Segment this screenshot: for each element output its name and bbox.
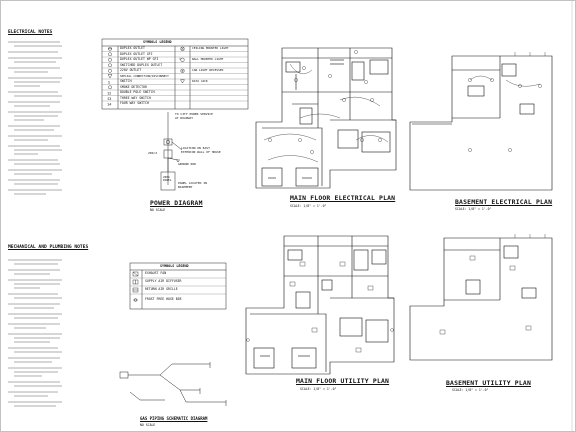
main-floor-electrical-scale: SCALE: 1/8" = 1'-0": [290, 204, 327, 208]
symbols-legend-top-title: SYMBOLS LEGEND: [143, 40, 172, 44]
power-diagram-scale: NO SCALE: [150, 208, 166, 212]
power-diagram-title: POWER DIAGRAM: [150, 199, 203, 207]
legend-item: WALL MOUNTED LIGHT: [192, 57, 224, 62]
legend-item: SPECIAL CONNECTION/DISCONNECT: [120, 73, 169, 78]
basement-electrical-plan: [409, 52, 553, 191]
power-panel-label: 200A PANEL: [163, 175, 172, 183]
power-breaker-label: 200/2: [148, 151, 158, 155]
legend-item: CAN LIGHT RECESSED: [192, 68, 224, 73]
legend-item: SMOKE DETECTOR: [120, 84, 147, 89]
basement-utility-scale: SCALE: 1/8" = 1'-0": [452, 388, 489, 392]
mechanical-notes-title: MECHANICAL AND PLUMBING NOTES: [8, 245, 89, 250]
electrical-notes-text: [8, 41, 62, 195]
main-floor-electrical-title: MAIN FLOOR ELECTRICAL PLAN: [290, 194, 396, 202]
power-service-label: TO CITY POWER SERVICE AT ROADWAY: [175, 112, 213, 120]
main-floor-utility-plan: [245, 235, 395, 375]
power-ground-label: GROUND ROD: [178, 162, 197, 166]
symbols-legend-bottom-title: SYMBOLS LEGEND: [160, 264, 189, 268]
mechanical-notes-text: [8, 259, 62, 407]
legend-item: DUPLEX OUTLET: [120, 46, 145, 51]
gas-piping-linework: [119, 362, 227, 406]
basement-utility-plan: [409, 234, 553, 361]
legend-item: FROST FREE HOSE BIB: [145, 297, 182, 302]
legend-item: EXHAUST FAN: [145, 271, 167, 276]
basement-utility-title: BASEMENT UTILITY PLAN: [446, 379, 531, 387]
legend-item: SWITCHED DUPLEX OUTLET: [120, 62, 163, 67]
legend-item: DATA JACK: [192, 79, 208, 84]
power-meter-location-label: LOCATION ON EAST EXTERIOR WALL OF HOUSE: [181, 146, 221, 154]
legend-item: RETURN AIR GRILLE: [145, 287, 178, 292]
symbols-legend-bottom-table: [129, 262, 227, 310]
power-diagram-linework: [160, 112, 183, 191]
gas-piping-title: GAS PIPING SCHEMATIC DIAGRAM: [140, 416, 208, 421]
legend-item: CEILING MOUNTED LIGHT: [192, 46, 229, 51]
gas-piping-scale: NO SCALE: [140, 423, 156, 427]
power-panel-location-label: PANEL LOCATED IN BASEMENT: [178, 181, 207, 189]
legend-item: SUPPLY AIR DIFFUSER: [145, 279, 182, 284]
legend-item: THREE WAY SWITCH: [120, 95, 151, 100]
basement-electrical-title: BASEMENT ELECTRICAL PLAN: [455, 198, 553, 206]
basement-electrical-scale: SCALE: 1/8" = 1'-0": [455, 207, 492, 211]
legend-item: DUPLEX OUTLET WP GFI: [120, 57, 159, 62]
svg-text:S4: S4: [108, 102, 112, 106]
main-floor-utility-scale: SCALE: 1/8" = 1'-0": [300, 387, 337, 391]
electrical-notes-title: ELECTRICAL NOTES: [8, 30, 53, 35]
legend-item: DOUBLE POLE SWITCH: [120, 90, 155, 95]
symbols-legend-top-table: S S2 S3 S4: [101, 38, 249, 110]
legend-item: DUPLEX OUTLET GFI: [120, 51, 153, 56]
legend-item: SWITCH: [120, 79, 132, 84]
svg-text:S3: S3: [108, 97, 112, 101]
svg-text:S2: S2: [108, 91, 112, 95]
legend-item: FOUR WAY SWITCH: [120, 101, 149, 106]
svg-text:S: S: [108, 81, 110, 85]
main-floor-utility-title: MAIN FLOOR UTILITY PLAN: [296, 377, 390, 385]
legend-item: 220V OUTLET: [120, 68, 142, 73]
main-floor-electrical-plan: [255, 47, 397, 189]
